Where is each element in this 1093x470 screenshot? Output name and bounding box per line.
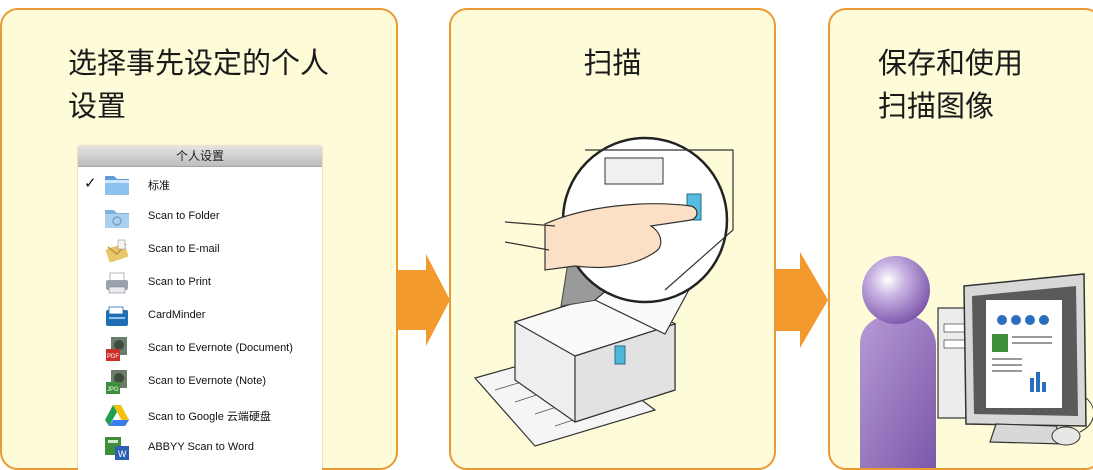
- menu-item-scan-to-print[interactable]: Scan to Print: [78, 266, 322, 299]
- step-title-line: 保存和使用: [878, 46, 1024, 80]
- check-icon: ✓: [84, 174, 97, 192]
- menu-item-scan-to-email[interactable]: Scan to E-mail: [78, 233, 322, 266]
- menu-item-label: Scan to E-mail: [148, 243, 220, 255]
- step-title-line: 设置: [68, 89, 127, 123]
- step-title-line: 扫描图像: [878, 89, 995, 123]
- cardminder-icon: [106, 306, 128, 326]
- step-title-line: 选择事先设定的个人: [68, 46, 330, 80]
- menu-item-label: Scan to Print: [148, 276, 211, 288]
- menu-item-label: Scan to Evernote (Note): [148, 375, 267, 387]
- computer-user-illustration: [860, 256, 1093, 468]
- abbyy-word-icon: W: [105, 437, 129, 460]
- menu-item-standard[interactable]: ✓ 标准: [78, 167, 322, 200]
- menu-item-cardminder[interactable]: CardMinder: [78, 299, 322, 332]
- menu-item-label: Scan to Evernote (Document): [148, 342, 293, 354]
- menu-item-scan-to-evernote-note[interactable]: JPG Scan to Evernote (Note): [78, 365, 322, 398]
- menu-item-scan-to-evernote-document[interactable]: PDF Scan to Evernote (Document): [78, 332, 322, 365]
- evernote-jpg-icon: JPG: [106, 370, 127, 394]
- step-title: 扫描: [583, 46, 642, 80]
- menu-item-label: Scan to Google 云端硬盘: [148, 411, 271, 423]
- menu-item-label: CardMinder: [148, 309, 206, 321]
- google-drive-icon: [105, 405, 129, 426]
- svg-text:JPG: JPG: [107, 387, 119, 393]
- step-title: 选择事先设定的个人 设置: [68, 42, 378, 128]
- scanner-illustration: [473, 136, 734, 447]
- menu-item-scan-to-folder[interactable]: Scan to Folder: [78, 200, 322, 233]
- profile-menu: 个人设置 ✓ 标准 Scan to Folder: [78, 146, 322, 470]
- profile-menu-header: 个人设置: [78, 146, 322, 167]
- svg-text:PDF: PDF: [107, 354, 119, 360]
- step-panel-select-profile: 选择事先设定的个人 设置 个人设置 ✓ 标准 Scan to Folder: [0, 8, 398, 470]
- svg-text:W: W: [118, 449, 127, 459]
- evernote-pdf-icon: PDF: [106, 337, 127, 361]
- menu-item-scan-to-google-drive[interactable]: Scan to Google 云端硬盘: [78, 398, 322, 431]
- step-panel-save-and-use: 保存和使用 扫描图像: [828, 8, 1093, 470]
- folder-icon: [105, 176, 129, 195]
- email-icon: [105, 239, 129, 263]
- step-title: 保存和使用 扫描图像: [878, 42, 1078, 128]
- flow-arrow-2: [776, 252, 828, 348]
- menu-item-label: Scan to Folder: [148, 210, 220, 222]
- folder-icon: [105, 210, 129, 228]
- menu-item-abbyy-scan-to-word[interactable]: W ABBYY Scan to Word: [78, 431, 322, 464]
- printer-icon: [106, 272, 128, 294]
- menu-item-label: 标准: [148, 180, 170, 192]
- menu-item-label: ABBYY Scan to Word: [148, 441, 254, 453]
- flow-arrow-1: [398, 254, 450, 346]
- step-panel-scan: 扫描: [449, 8, 776, 470]
